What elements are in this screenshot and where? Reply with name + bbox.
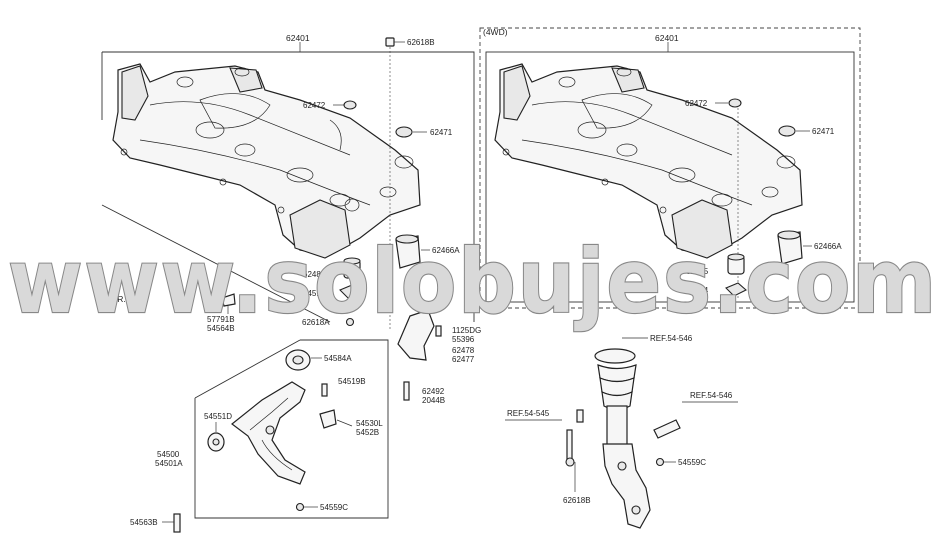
left-group: 62401 FR.: [101, 33, 481, 533]
label-subframe-left: 62401: [286, 33, 310, 43]
bushing-small-right: 62485: [686, 253, 745, 276]
bracket-middle: 1125DG 55396 62478 62477 62492 2044B: [397, 309, 481, 405]
strut-assembly: REF.54-546: [594, 334, 693, 529]
label-54530L: 54530L: [356, 419, 383, 428]
label-4wd: (4WD): [483, 27, 508, 37]
arm-bushing-left: 54584A: [285, 349, 352, 371]
label-subframe-right: 62401: [655, 33, 679, 43]
mount-washer-right: 62471: [778, 125, 835, 137]
stab-link-left: 57791B 54564B: [207, 293, 236, 333]
nut-right: 54559C: [655, 457, 706, 467]
label-54559C-right: 54559C: [678, 458, 706, 467]
bushing-large-left: 62466A: [395, 234, 460, 269]
label-54564B: 54564B: [207, 324, 235, 333]
label-1125DG: 1125DG: [452, 326, 481, 335]
label-54519B: 54519B: [338, 377, 366, 386]
lower-control-arm-left: [231, 381, 306, 485]
label-62472-left: 62472: [303, 101, 326, 110]
label-54514-right: 54514: [686, 286, 709, 295]
label-54584A: 54584A: [324, 354, 352, 363]
label-54500: 54500: [157, 450, 180, 459]
front-direction-arrow: FR.: [112, 282, 152, 304]
label-62472-right: 62472: [685, 99, 708, 108]
bushing-small-left: 62485: [303, 257, 361, 279]
stopper-left: 54514: [303, 284, 361, 299]
label-2044B: 2044B: [422, 396, 445, 405]
watermark-text: www.solobujes.com: [8, 230, 938, 333]
label-55396: 55396: [452, 335, 475, 344]
label-62471-left: 62471: [430, 128, 453, 137]
mount-small-left: 62472: [303, 100, 357, 110]
bolt-a-left: 62618A: [302, 317, 355, 327]
bolt-right: REF.54-546: [653, 391, 738, 439]
stab-link-right: REF.54-545: [505, 409, 584, 467]
pin-left: 54519B: [321, 377, 366, 397]
label-62485-left: 62485: [303, 270, 326, 279]
mount-small-right: 62472: [685, 98, 742, 108]
label-62466A-left: 62466A: [432, 246, 460, 255]
label-54563B: 54563B: [130, 518, 158, 527]
label-62478: 62478: [452, 346, 475, 355]
subframe-crossmember-right: [494, 63, 803, 259]
label-62471-right: 62471: [812, 127, 835, 136]
bushing-large-right: 62466A: [777, 230, 842, 265]
right-group-4wd: (4WD) 62401 62472: [479, 27, 861, 529]
ball-joint-left: 54530L 5452B: [319, 409, 383, 437]
label-54501A: 54501A: [155, 459, 183, 468]
label-54559C-left: 54559C: [320, 503, 348, 512]
label-5452B: 5452B: [356, 428, 379, 437]
label-ref-link: REF.54-545: [507, 409, 550, 418]
label-62618B-left: 62618B: [407, 38, 435, 47]
stopper-right: 54514: [686, 282, 747, 297]
label-62618A-left: 62618A: [302, 318, 330, 327]
label-54551D: 54551D: [204, 412, 232, 421]
label-54514-left: 54514: [303, 289, 326, 298]
mount-washer-left: 62471: [395, 126, 453, 138]
bolt-bottom-right: 62618B: [563, 462, 591, 505]
arm-front-bushing: 54551D: [204, 412, 232, 452]
label-62492: 62492: [422, 387, 445, 396]
label-62477: 62477: [452, 355, 475, 364]
label-62618B-right: 62618B: [563, 496, 591, 505]
bolt-bottom-left: 54563B: [130, 513, 181, 533]
label-direction: FR.: [112, 294, 126, 304]
label-62485-right: 62485: [686, 267, 709, 276]
arm-labels: 54500 54501A: [155, 450, 183, 468]
label-ref-strut: REF.54-546: [650, 334, 693, 343]
subframe-crossmember-left: [112, 63, 421, 259]
label-62466A-right: 62466A: [814, 242, 842, 251]
bolt-top-left: 62618B: [385, 37, 435, 47]
nut-left: 54559C: [295, 502, 348, 512]
label-ref-bolt: REF.54-546: [690, 391, 733, 400]
label-57791B: 57791B: [207, 315, 235, 324]
